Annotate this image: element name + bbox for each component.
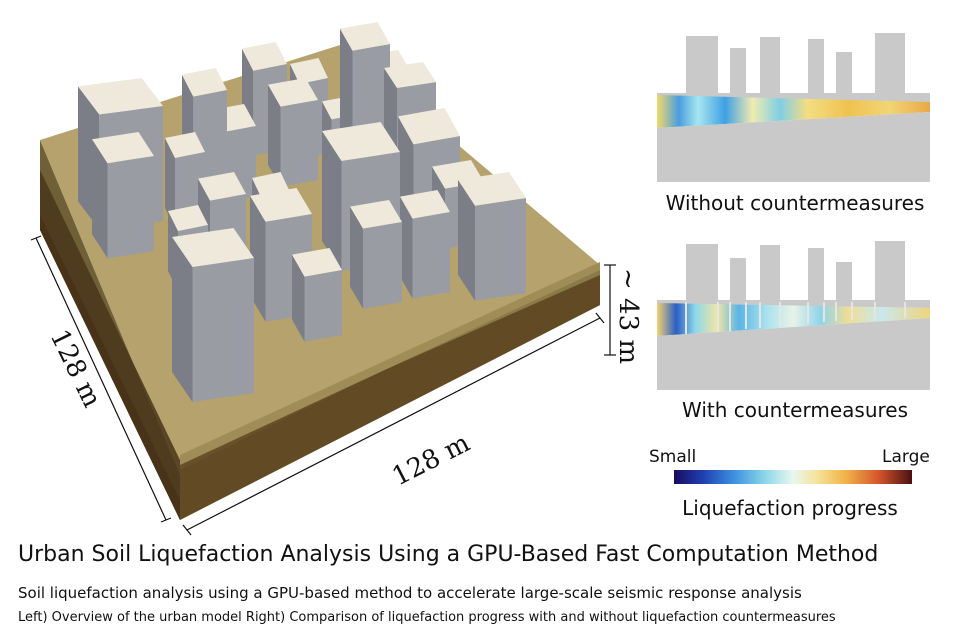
building-roof <box>340 22 390 51</box>
caption-with-countermeasures: With countermeasures <box>681 398 908 422</box>
legend-title: Liquefaction progress <box>682 496 898 520</box>
building-front-wall <box>107 156 154 259</box>
building-roof <box>292 248 342 277</box>
liquefaction-field-with <box>657 303 930 336</box>
building-roof <box>242 42 287 71</box>
legend-small-label: Small <box>649 447 697 467</box>
building-left-wall <box>322 131 342 271</box>
building-roof <box>398 108 460 145</box>
figure-title: Urban Soil Liquefaction Analysis Using a… <box>18 542 879 567</box>
building-roof <box>350 200 402 229</box>
height-dimension-label: ~ 43 m <box>613 268 643 364</box>
soil-band-front <box>180 262 600 465</box>
dimension-lines <box>30 235 616 536</box>
legend-large-label: Large <box>882 447 930 467</box>
building-roof <box>458 172 526 206</box>
legend-color-bar <box>674 470 912 484</box>
building <box>292 248 342 342</box>
building-left-wall <box>350 206 363 309</box>
building-roof <box>268 78 318 107</box>
building-roof <box>250 188 312 222</box>
building-front-wall <box>304 270 342 342</box>
building-left-wall <box>172 237 193 402</box>
building-front-wall <box>192 258 254 402</box>
building <box>400 190 450 299</box>
building-roof <box>290 58 328 84</box>
panel-without-countermeasures <box>657 33 930 182</box>
building <box>350 200 402 309</box>
figure-subtitle: Soil liquefaction analysis using a GPU-b… <box>18 584 802 602</box>
building-roof <box>198 172 246 201</box>
building-left-wall <box>458 179 475 301</box>
building-front-wall <box>280 100 318 187</box>
building-left-wall <box>92 139 108 259</box>
building-front-wall <box>475 198 526 301</box>
building <box>458 172 526 301</box>
building-roof <box>384 62 436 88</box>
building-roof <box>168 205 208 231</box>
building-left-wall <box>400 196 413 299</box>
building-front-wall <box>363 222 402 309</box>
building-front-wall <box>412 212 450 299</box>
building-roof <box>172 228 254 267</box>
building-left-wall <box>268 84 281 187</box>
figure-caption: Left) Overview of the urban model Right)… <box>18 610 836 625</box>
building-roof <box>182 68 227 97</box>
panel-with-countermeasures <box>657 241 930 390</box>
width-dimension-label: 128 m <box>388 428 475 492</box>
building-roof <box>165 132 205 158</box>
building-roof <box>400 190 450 219</box>
width-dimension-line <box>186 317 601 531</box>
building <box>92 132 154 259</box>
building-roof <box>92 132 154 164</box>
building <box>268 78 318 187</box>
soil-deep-left <box>40 170 180 520</box>
depth-dimension-line <box>35 237 167 521</box>
building-left-wall <box>165 138 175 228</box>
building <box>172 228 254 402</box>
buildings-group <box>78 22 526 402</box>
soil-deep-front <box>180 275 600 520</box>
building-roof <box>78 78 163 115</box>
building-left-wall <box>292 254 305 342</box>
building-roof <box>322 122 400 161</box>
caption-without-countermeasures: Without countermeasures <box>665 191 925 215</box>
liquefaction-field-without <box>657 95 930 128</box>
